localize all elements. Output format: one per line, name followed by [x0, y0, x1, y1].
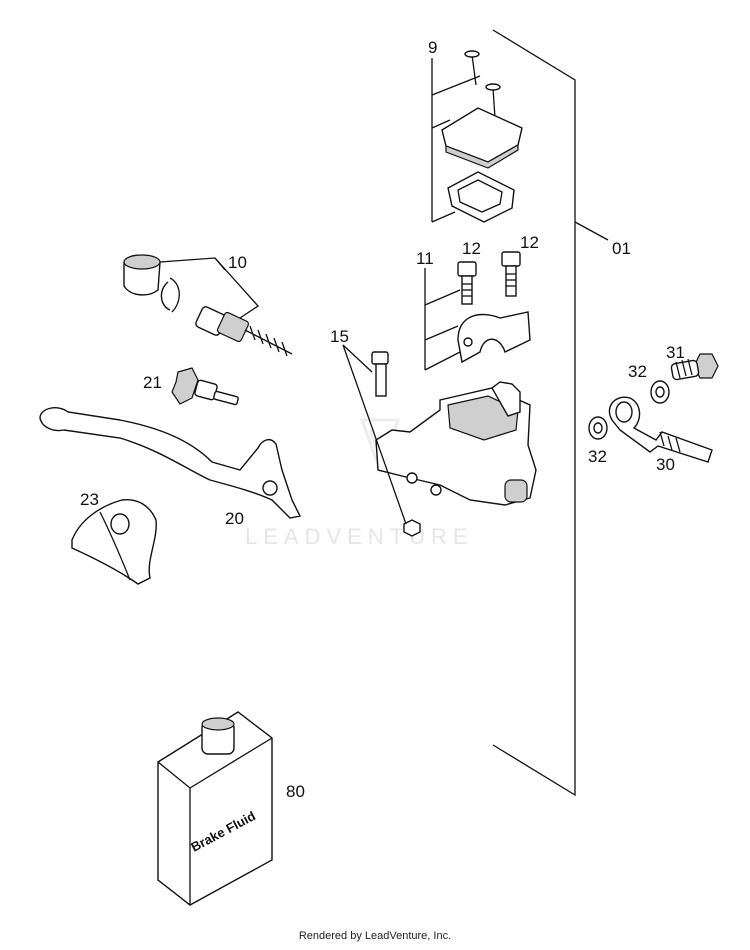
label-20: 20: [225, 509, 244, 528]
label-12b: 12: [520, 233, 539, 252]
handlebar-clamp[interactable]: [457, 311, 531, 364]
reservoir-diaphragm[interactable]: [447, 171, 515, 223]
label-32a: 32: [628, 362, 647, 381]
label-10: 10: [228, 253, 247, 272]
leader-15: [342, 344, 407, 525]
label-15: 15: [330, 327, 349, 346]
footer-credit: Rendered by LeadVenture, Inc.: [298, 930, 452, 942]
washer-upper[interactable]: [650, 380, 670, 404]
label-21: 21: [143, 373, 162, 392]
watermark-text: LEADVENTURE: [245, 524, 474, 549]
label-11: 11: [416, 249, 434, 268]
brake-fluid-bottle[interactable]: Brake Fluid: [157, 711, 273, 906]
label-31: 31: [666, 343, 685, 362]
label-12a: 12: [462, 239, 481, 258]
brake-lever[interactable]: [39, 407, 302, 519]
banjo-bolt[interactable]: [670, 353, 719, 381]
washer-lower[interactable]: [588, 416, 608, 440]
assembly-bracket-01: [492, 29, 609, 797]
cover-screw-2[interactable]: [485, 83, 501, 119]
bracket-9: [431, 58, 481, 223]
label-32b: 32: [588, 447, 607, 466]
lever-guard[interactable]: [71, 499, 157, 585]
piston-kit[interactable]: [123, 254, 293, 357]
master-cylinder-body[interactable]: [375, 381, 537, 506]
leader-10: [159, 257, 259, 319]
bracket-11: [424, 268, 461, 371]
cover-screw-1[interactable]: [464, 50, 480, 86]
label-9: 9: [428, 38, 437, 57]
label-01: 01: [612, 239, 631, 258]
watermark: LEADVENTURE: [245, 418, 474, 549]
clamp-bolt-2[interactable]: [501, 251, 521, 297]
label-80: 80: [286, 782, 305, 801]
pivot-nut[interactable]: [403, 519, 421, 537]
label-30: 30: [656, 455, 675, 474]
pivot-bolt[interactable]: [371, 351, 389, 397]
reservoir-cover[interactable]: [441, 107, 523, 169]
brake-hose[interactable]: [608, 396, 713, 463]
label-23: 23: [80, 490, 99, 509]
adjuster-screw[interactable]: [171, 367, 239, 406]
clamp-bolt-1[interactable]: [457, 261, 477, 305]
